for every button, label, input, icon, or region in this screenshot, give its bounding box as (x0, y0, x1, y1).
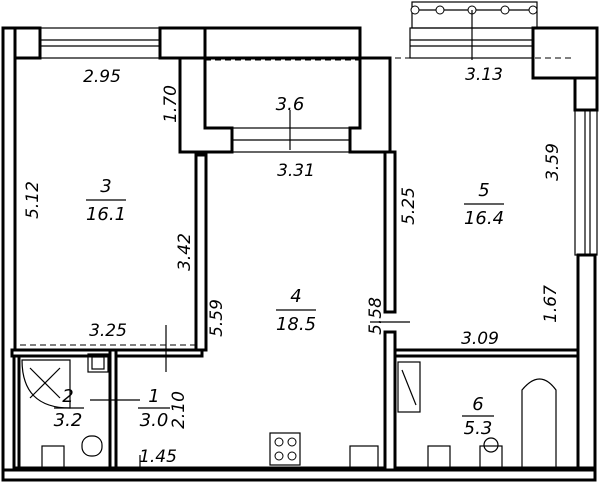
room-1-area: 3.0 (140, 410, 169, 431)
washer-icon (349, 445, 379, 469)
bathtub-icon (397, 361, 421, 413)
loggia (178, 26, 392, 154)
dim-room3-height: 5.12 (23, 181, 43, 219)
dim-bath-top: 3.09 (461, 329, 499, 349)
toilet-icon (479, 445, 503, 469)
room-1-number: 1 (148, 386, 159, 407)
dim-room3-width: 2.95 (83, 67, 121, 87)
dim-room4-left: 5.59 (207, 299, 227, 337)
loggia-area: 3.6 (276, 94, 305, 115)
room-3-number: 3 (100, 176, 111, 197)
room-2-area: 3.2 (54, 410, 83, 431)
dimension-labels: 2.95 5.12 1.70 3.42 3.25 3.31 5.59 5.58 … (23, 65, 563, 467)
room-5-area: 16.4 (464, 208, 504, 229)
room-3-area: 16.1 (86, 204, 126, 225)
dim-hall-height: 2.10 (169, 391, 189, 429)
dim-room3-bottom: 3.25 (89, 321, 127, 341)
balcony (410, 1, 538, 60)
dim-room4-right: 5.58 (366, 297, 386, 335)
toilet-icon (41, 445, 65, 469)
room-6-number: 6 (472, 394, 483, 415)
toilet-icon (427, 445, 451, 469)
sink-icon (87, 353, 109, 373)
room-5-number: 5 (478, 180, 489, 201)
dim-room5-lower-right: 1.67 (541, 285, 561, 323)
room-6-area: 5.3 (464, 418, 493, 439)
interior-walls (10, 150, 580, 472)
room-2-number: 2 (62, 386, 73, 407)
stove-icon (269, 432, 301, 466)
dim-room3-inner: 3.42 (175, 233, 195, 271)
dim-room3-wall-upper: 1.70 (161, 85, 181, 123)
dim-hall-width: 1.45 (139, 447, 177, 467)
dim-room5-left: 5.25 (399, 187, 419, 225)
room-4-area: 18.5 (276, 314, 316, 335)
room-labels: 3 16.1 4 18.5 5 16.4 3.6 2 3.2 1 3.0 6 5… (54, 94, 504, 439)
dim-room5-top: 3.13 (465, 65, 503, 85)
dim-room5-right: 3.59 (543, 143, 563, 181)
dimension-lines (15, 57, 575, 470)
dim-loggia-width: 3.31 (277, 161, 315, 181)
bathroom-fixtures (21, 353, 557, 469)
room-4-number: 4 (290, 286, 301, 307)
bath-icon (521, 378, 557, 468)
